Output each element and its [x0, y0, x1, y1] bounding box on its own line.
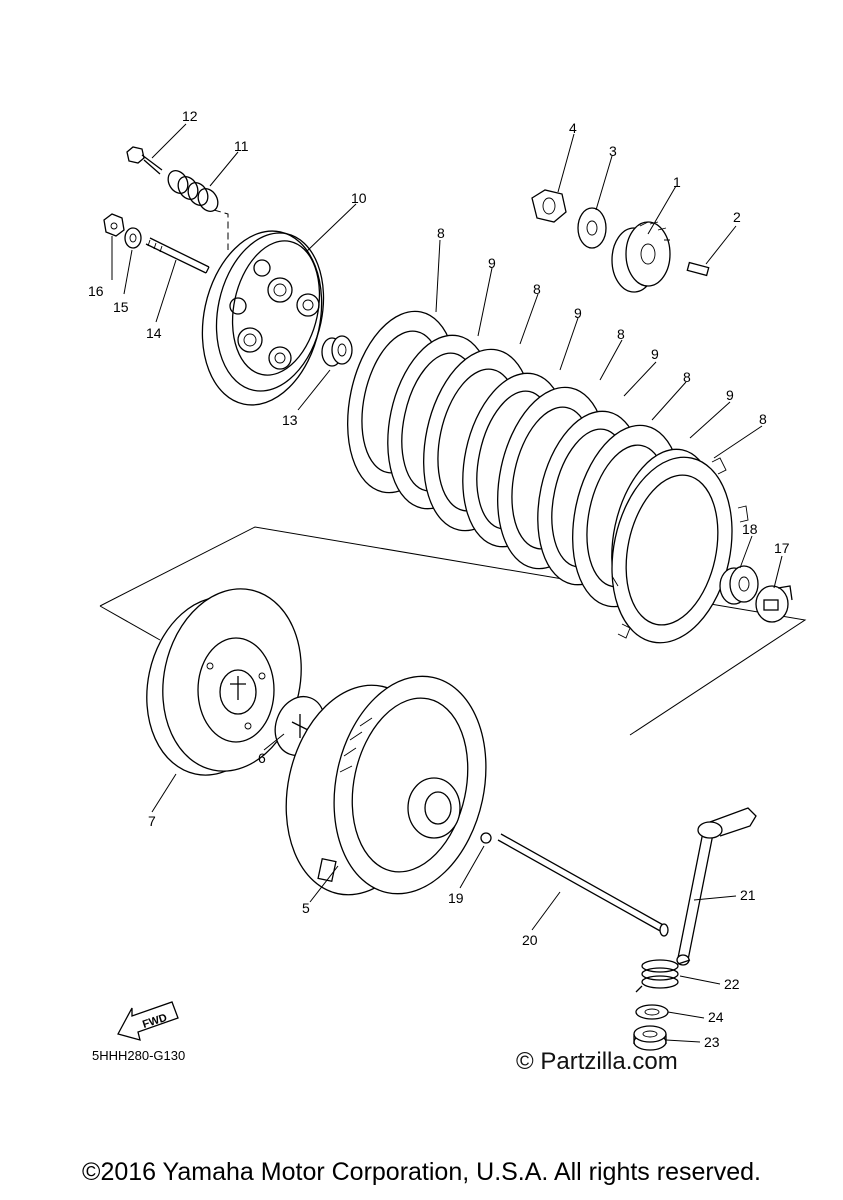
leader-lines	[111, 123, 783, 1043]
label-part-9d: 9	[726, 387, 734, 403]
washer-15	[124, 227, 142, 249]
label-part-18: 18	[742, 521, 758, 537]
label-part-21: 21	[740, 887, 756, 903]
label-part-20: 20	[522, 932, 538, 948]
label-part-24: 24	[708, 1009, 724, 1025]
clutch-boss-7	[146, 588, 302, 776]
collar-18	[719, 565, 759, 605]
label-part-15: 15	[113, 299, 129, 315]
label-part-7: 7	[148, 813, 156, 829]
label-part-8c: 8	[617, 326, 625, 342]
label-part-5: 5	[302, 900, 310, 916]
label-part-19: 19	[448, 890, 464, 906]
label-part-11: 11	[234, 138, 249, 154]
label-part-3: 3	[609, 143, 617, 159]
washer-24	[635, 1004, 669, 1020]
spring-11	[167, 170, 219, 212]
lock-washer-17	[755, 585, 793, 623]
pressure-plate-10	[201, 230, 325, 406]
part-number-labels: 1 2 3 4 5 6 7 8 8 8 8 8 9 9 9 9 10 11 12…	[88, 108, 790, 1050]
label-part-12: 12	[182, 108, 198, 124]
label-part-9c: 9	[651, 346, 659, 362]
label-part-2: 2	[733, 209, 741, 225]
ball-19	[480, 832, 492, 844]
key-2	[686, 261, 710, 277]
label-part-8b: 8	[533, 281, 541, 297]
label-part-10: 10	[351, 190, 367, 206]
nut-16	[103, 213, 125, 237]
push-rod-20	[497, 833, 669, 937]
clutch-plate-stack	[347, 310, 749, 644]
label-part-1: 1	[673, 174, 681, 190]
push-lever-shaft-21	[676, 807, 757, 966]
copyright-notice: ©2016 Yamaha Motor Corporation, U.S.A. A…	[82, 1158, 761, 1186]
label-part-6: 6	[258, 750, 266, 766]
spring-22	[635, 959, 691, 993]
label-part-14: 14	[146, 325, 162, 341]
washer-3	[577, 207, 607, 249]
nut-4	[531, 189, 567, 223]
stud-14	[145, 237, 210, 274]
label-part-4: 4	[569, 120, 577, 136]
label-part-8e: 8	[759, 411, 767, 427]
partzilla-watermark: © Partzilla.com	[516, 1048, 678, 1075]
bearing-13	[321, 335, 353, 367]
label-part-9a: 9	[488, 255, 496, 271]
label-part-8d: 8	[683, 369, 691, 385]
label-part-13: 13	[282, 412, 298, 428]
bolt-12	[126, 146, 163, 175]
label-part-16: 16	[88, 283, 104, 299]
label-part-8a: 8	[437, 225, 445, 241]
label-part-22: 22	[724, 976, 740, 992]
oil-seal-23	[633, 1025, 667, 1051]
forward-arrow: FWD	[117, 1001, 179, 1041]
gear-1	[611, 221, 671, 293]
label-part-9b: 9	[574, 305, 582, 321]
clutch-housing-5	[285, 675, 487, 896]
label-part-23: 23	[704, 1034, 720, 1050]
label-part-17: 17	[774, 540, 790, 556]
drawing-code: 5HHH280-G130	[92, 1048, 186, 1063]
